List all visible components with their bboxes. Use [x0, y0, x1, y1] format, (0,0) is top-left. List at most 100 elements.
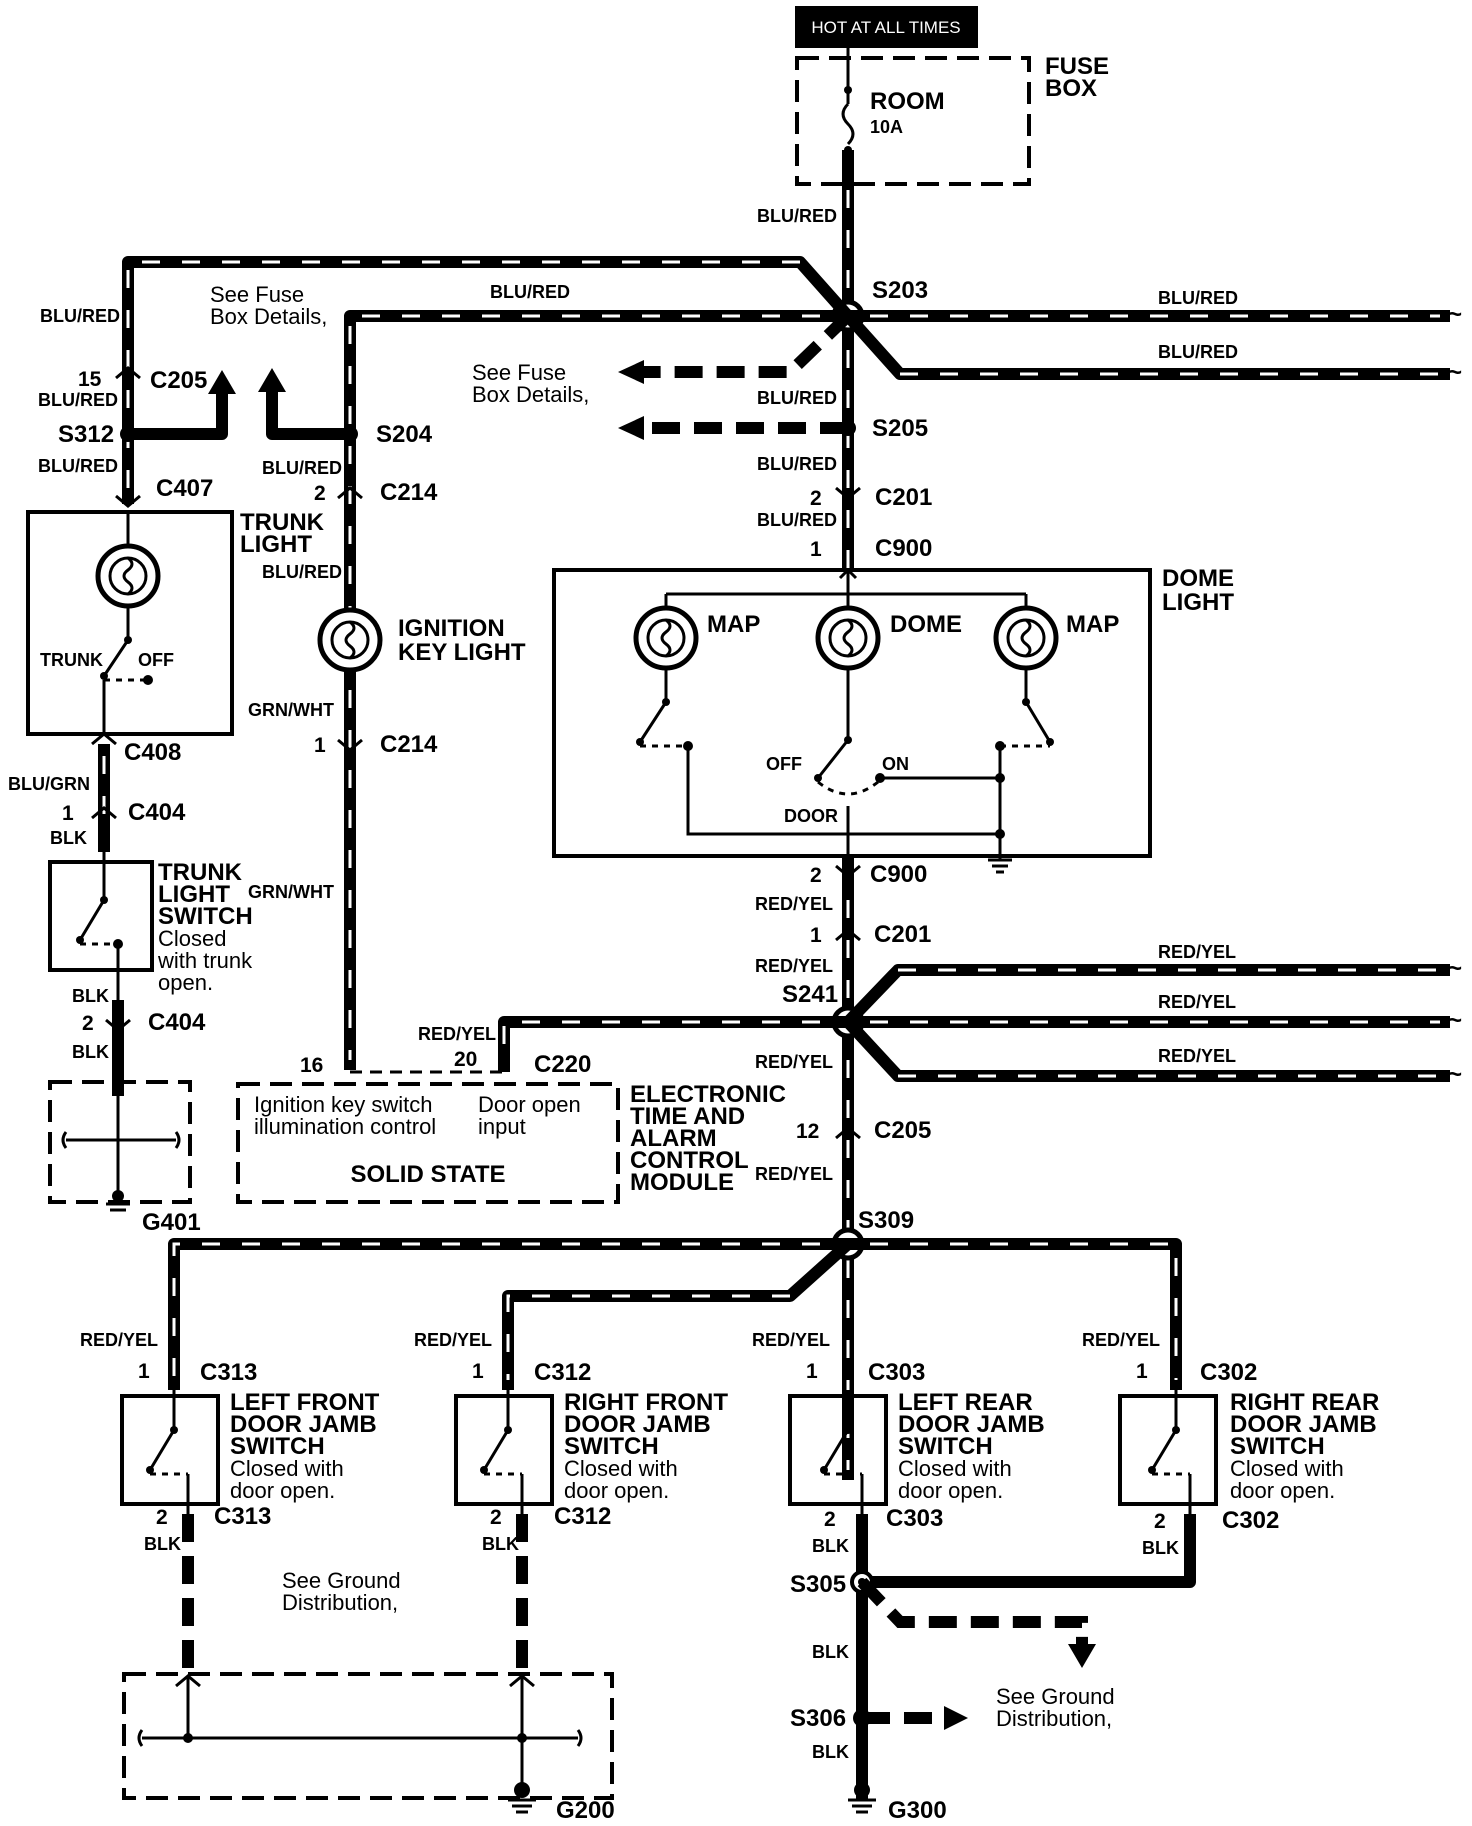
- svg-text:with trunk: with trunk: [157, 948, 253, 973]
- svg-text:15: 15: [78, 368, 102, 391]
- splice-label-s312: S312: [58, 421, 114, 448]
- dome-label: DOME: [890, 611, 962, 638]
- svg-text:RED/YEL: RED/YEL: [1158, 992, 1236, 1012]
- wire-to-s204: [344, 310, 848, 640]
- svg-text:C303: C303: [886, 1505, 943, 1532]
- svg-text:RED/YEL: RED/YEL: [418, 1024, 496, 1044]
- right-rear-door-jamb-switch: [1118, 1394, 1218, 1506]
- svg-text:input: input: [478, 1114, 526, 1139]
- svg-text:Door open: Door open: [478, 1092, 581, 1117]
- dome-on-label: ON: [882, 754, 909, 774]
- svg-text:BLK: BLK: [144, 1534, 181, 1554]
- svg-text:RED/YEL: RED/YEL: [755, 1164, 833, 1184]
- svg-text:BLU/RED: BLU/RED: [262, 562, 342, 582]
- svg-text:BLU/RED: BLU/RED: [262, 458, 342, 478]
- connector-label-c201: C201: [875, 484, 932, 511]
- left-rear-door-jamb-switch: [788, 1394, 888, 1506]
- svg-text:Closed with: Closed with: [898, 1456, 1012, 1481]
- map-light-left: [633, 594, 699, 751]
- fuse-box-outline: [795, 56, 1031, 186]
- connector-c404-top: [91, 806, 117, 820]
- svg-text:Closed with: Closed with: [564, 1456, 678, 1481]
- svg-text:TRUNK: TRUNK: [240, 509, 325, 536]
- svg-text:DOOR JAMB: DOOR JAMB: [564, 1411, 711, 1438]
- see-ground-note-right-1: See Ground: [996, 1684, 1115, 1709]
- svg-text:LIGHT: LIGHT: [1162, 589, 1234, 616]
- svg-text:RED/YEL: RED/YEL: [80, 1330, 158, 1350]
- svg-text:BLU/RED: BLU/RED: [1158, 288, 1238, 308]
- see-ground-note-left-1: See Ground: [282, 1568, 401, 1593]
- ground-g401-symbol: [61, 1082, 181, 1212]
- right-front-door-jamb-switch: [454, 1394, 554, 1506]
- connector-c407: [115, 494, 141, 508]
- svg-text:TIME AND: TIME AND: [630, 1103, 745, 1130]
- ground-g300-symbol: [848, 1782, 876, 1814]
- arrow-up-icon: [258, 368, 286, 392]
- svg-text:2: 2: [1154, 1510, 1166, 1533]
- svg-text:SWITCH: SWITCH: [564, 1433, 659, 1460]
- svg-text:1: 1: [138, 1360, 150, 1383]
- svg-text:door open.: door open.: [564, 1478, 669, 1503]
- svg-text:CONTROL: CONTROL: [630, 1147, 749, 1174]
- connector-label-c220: C220: [534, 1051, 591, 1078]
- fuse-name: ROOM: [870, 88, 945, 115]
- svg-text:~: ~: [1448, 301, 1462, 328]
- svg-text:GRN/WHT: GRN/WHT: [248, 700, 334, 720]
- connector-c205-upper: [115, 366, 141, 380]
- svg-text:BLK: BLK: [72, 986, 109, 1006]
- splice-label-s205: S205: [872, 415, 928, 442]
- ground-label-g300: G300: [888, 1797, 947, 1824]
- svg-text:2: 2: [314, 482, 326, 505]
- connector-c404-bottom: [105, 1018, 131, 1032]
- wire-rr-to-s305: [862, 1514, 1196, 1588]
- svg-text:DOOR JAMB: DOOR JAMB: [898, 1411, 1045, 1438]
- see-fuse-note-2b: Box Details,: [472, 382, 589, 407]
- connector-c900-bottom: [835, 864, 861, 878]
- svg-text:BLU/RED: BLU/RED: [757, 510, 837, 530]
- arrow-left-icon: [618, 416, 644, 440]
- svg-text:BLK: BLK: [72, 1042, 109, 1062]
- svg-text:BLK: BLK: [50, 828, 87, 848]
- connector-label-c214: C214: [380, 479, 438, 506]
- splice-label-s241: S241: [782, 981, 838, 1008]
- connector-label-c201-b: C201: [874, 921, 931, 948]
- svg-text:1: 1: [314, 734, 326, 757]
- ground-g401-box: [48, 1080, 192, 1204]
- fuse-box-title-2: BOX: [1045, 75, 1097, 102]
- connector-label-c407: C407: [156, 475, 213, 502]
- wire-right-3: [843, 964, 1450, 1027]
- connector-label-c408: C408: [124, 739, 181, 766]
- svg-text:1: 1: [1136, 1360, 1148, 1383]
- svg-text:16: 16: [300, 1054, 323, 1077]
- svg-text:RED/YEL: RED/YEL: [755, 1052, 833, 1072]
- svg-text:~: ~: [1448, 955, 1462, 982]
- dome-off-label: OFF: [766, 754, 802, 774]
- svg-text:C312: C312: [554, 1503, 611, 1530]
- svg-text:DOOR JAMB: DOOR JAMB: [1230, 1411, 1377, 1438]
- connector-c201-bottom: [835, 928, 861, 942]
- svg-text:~: ~: [1448, 1061, 1462, 1088]
- svg-text:RED/YEL: RED/YEL: [755, 894, 833, 914]
- dome-feed-bus: [666, 568, 1026, 596]
- svg-text:2: 2: [810, 487, 822, 510]
- svg-text:BLK: BLK: [812, 1536, 849, 1556]
- see-fuse-note-2a: See Fuse: [472, 360, 566, 385]
- hot-at-all-times-banner: [795, 6, 978, 48]
- splice-label-s203: S203: [872, 277, 928, 304]
- svg-text:1: 1: [806, 1360, 818, 1383]
- fuse-icon: [841, 102, 855, 146]
- svg-text:C312: C312: [534, 1359, 591, 1386]
- svg-text:C303: C303: [868, 1359, 925, 1386]
- connector-c408: [91, 732, 117, 746]
- splice-label-s309: S309: [858, 1207, 914, 1234]
- splice-label-s306: S306: [790, 1705, 846, 1732]
- trunk-bulb: [95, 512, 161, 734]
- svg-text:BLU/RED: BLU/RED: [757, 388, 837, 408]
- wire-s204-up: [266, 390, 350, 440]
- svg-text:BLU/RED: BLU/RED: [38, 456, 118, 476]
- splice-label-s204: S204: [376, 421, 433, 448]
- ground-arrow-icon: [1068, 1644, 1096, 1668]
- ground-label-g401: G401: [142, 1209, 201, 1236]
- svg-text:Ignition key switch: Ignition key switch: [254, 1092, 433, 1117]
